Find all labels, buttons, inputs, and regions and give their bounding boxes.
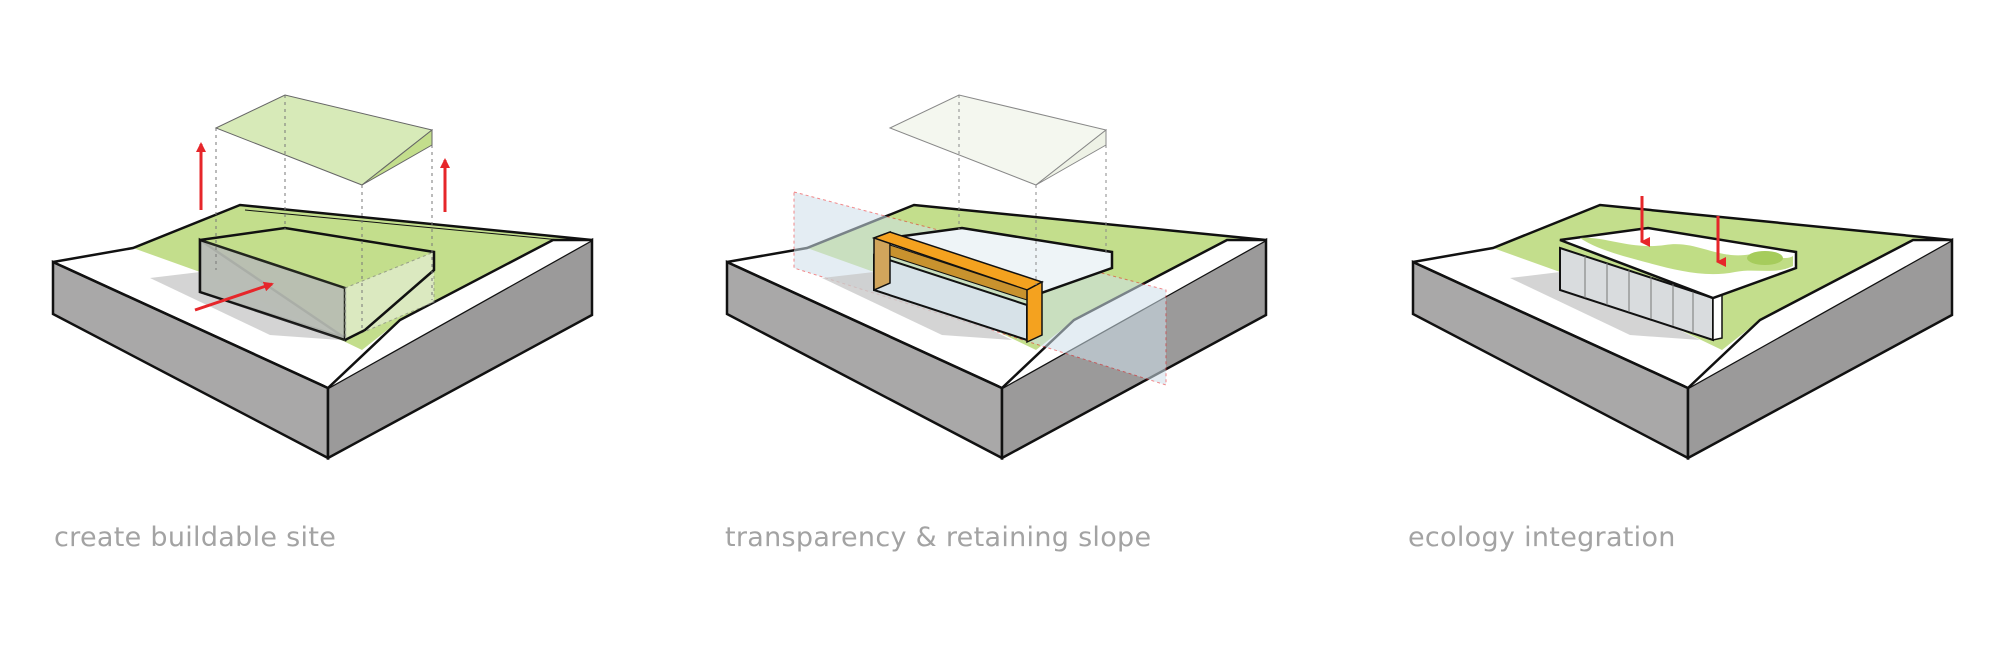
slab-right-face [326,237,594,461]
site-diagram-green-roof [1411,196,1954,461]
diagram-panel-ecology-integration: ecology integration [1345,0,2000,668]
site-diagram-retaining-wall [725,94,1268,461]
site-diagram-excavation [51,94,594,461]
caption-transparency-retaining-slope: transparency & retaining slope [725,522,1152,553]
removed-soil-volume [214,94,434,186]
terrain-outline [52,203,593,390]
diagram-panel-transparency-retaining-slope: transparency & retaining slope [672,0,1352,668]
excavated-volume-top [199,226,436,342]
roof-plant-patch [1747,251,1783,265]
ridge-line-2 [244,209,561,241]
ridge-line [1599,204,1953,241]
removed-soil-outline [888,94,1108,186]
green-roof-planting [1580,237,1793,275]
caption-create-buildable-site: create buildable site [54,522,337,553]
dig-arrow [194,281,274,312]
slab-right-face [1686,237,1954,461]
building-shadow [822,272,1012,340]
removed-soil-wedge [1035,128,1107,186]
removed-soil-wedge [361,128,433,186]
ridge-line [913,204,1267,241]
projection-lines [958,95,1107,285]
projection-lines [215,95,433,330]
ridge-line [239,204,593,241]
diagram-panel-create-buildable-site: create buildable site [0,0,680,668]
terrain-outline [1412,203,1953,390]
retaining-wall-right [1026,280,1043,344]
excavated-volume-side [344,251,435,341]
facade-mullions [1584,256,1694,333]
building-shadow [1510,272,1700,340]
caption-ecology-integration: ecology integration [1408,522,1676,553]
building-end-wall [1712,290,1723,341]
